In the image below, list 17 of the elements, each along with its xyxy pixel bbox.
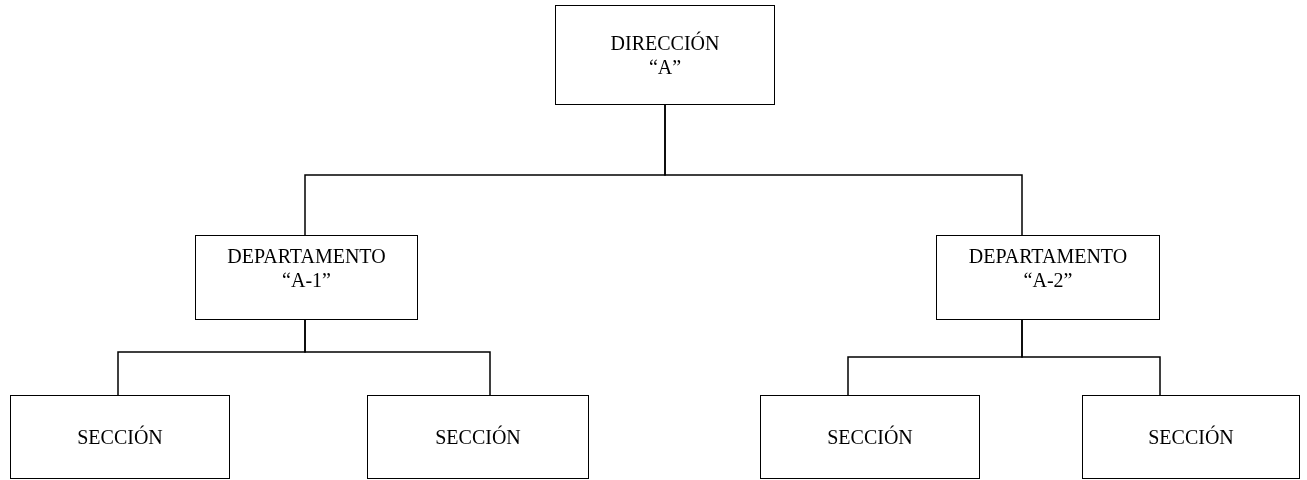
org-box [936,235,1160,320]
box-label: DIRECCIÓN “A” [610,31,720,79]
connector-line [1021,319,1161,396]
box-label: SECCIÓN [77,425,163,449]
org-box [1082,395,1300,479]
org-box [10,395,230,479]
connector-line [664,104,1023,236]
org-box [555,5,775,105]
org-box [195,235,418,320]
box-label: SECCIÓN [1148,425,1234,449]
box-label: DEPARTAMENTO “A-2” [968,244,1128,292]
connector-line [304,319,491,396]
box-label: DEPARTAMENTO “A-1” [227,244,386,292]
org-box [760,395,980,479]
box-label: SECCIÓN [435,425,521,449]
org-box [367,395,589,479]
box-label: SECCIÓN [827,425,913,449]
